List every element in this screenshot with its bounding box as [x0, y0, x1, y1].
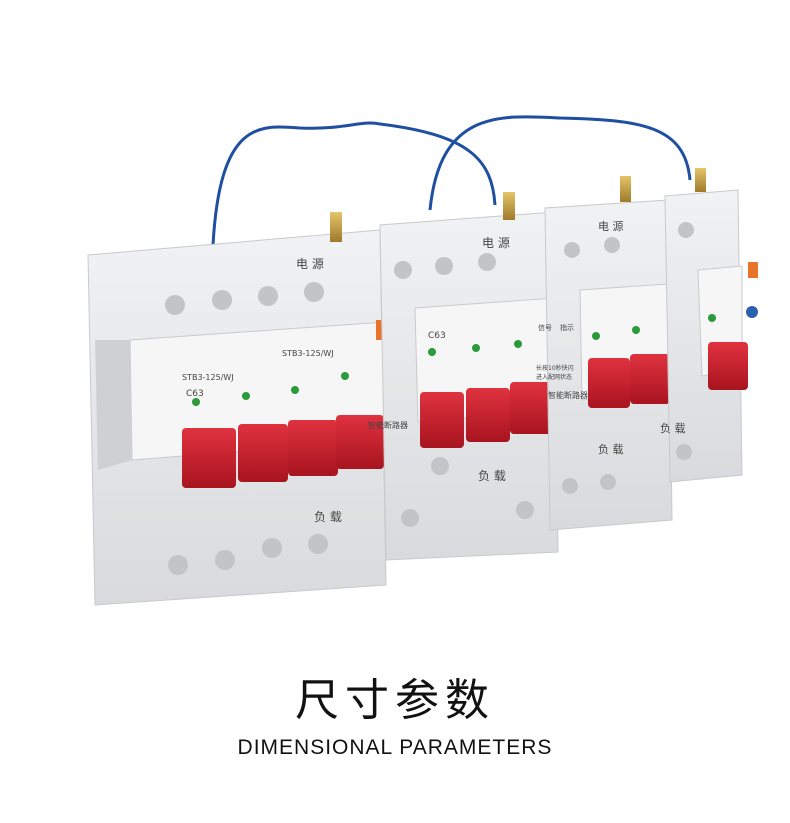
brand-tag-2: 智能断路器 [548, 390, 588, 400]
title-english: DIMENSIONAL PARAMETERS [237, 736, 553, 759]
model-label-2: STB3-125/WJ [282, 349, 334, 358]
pair-note: 进入配网状态 [536, 373, 572, 381]
power-label-3: 电 源 [598, 219, 624, 233]
rating-label-2: C63 [428, 331, 446, 341]
breaker-module-3 [544, 176, 682, 531]
signal-label: 信号 [538, 323, 552, 332]
indicator-label: 指示 [560, 323, 574, 332]
model-label-1: STB3-125/WJ [182, 373, 234, 382]
breaker-module-4 [664, 168, 758, 483]
breaker-module-1 [87, 212, 388, 606]
load-label-4: 负 载 [660, 421, 686, 435]
rating-label-1: C63 [186, 389, 204, 399]
load-label-1: 负 载 [314, 510, 342, 524]
product-photo: 电 源 电 源 电 源 负 载 负 载 负 载 负 载 STB3-125/WJ … [87, 115, 758, 606]
brand-tag-1: 智能断路器 [368, 420, 408, 430]
load-label-2: 负 载 [478, 469, 506, 483]
power-label-2: 电 源 [482, 236, 510, 250]
load-label-3: 负 载 [598, 442, 624, 456]
breaker-module-2 [379, 192, 564, 561]
power-label-1: 电 源 [296, 257, 324, 271]
title-chinese: 尺寸参数 [295, 675, 495, 726]
antenna-cables [211, 115, 692, 246]
hold-note: 长按10秒快闪 [536, 364, 574, 372]
